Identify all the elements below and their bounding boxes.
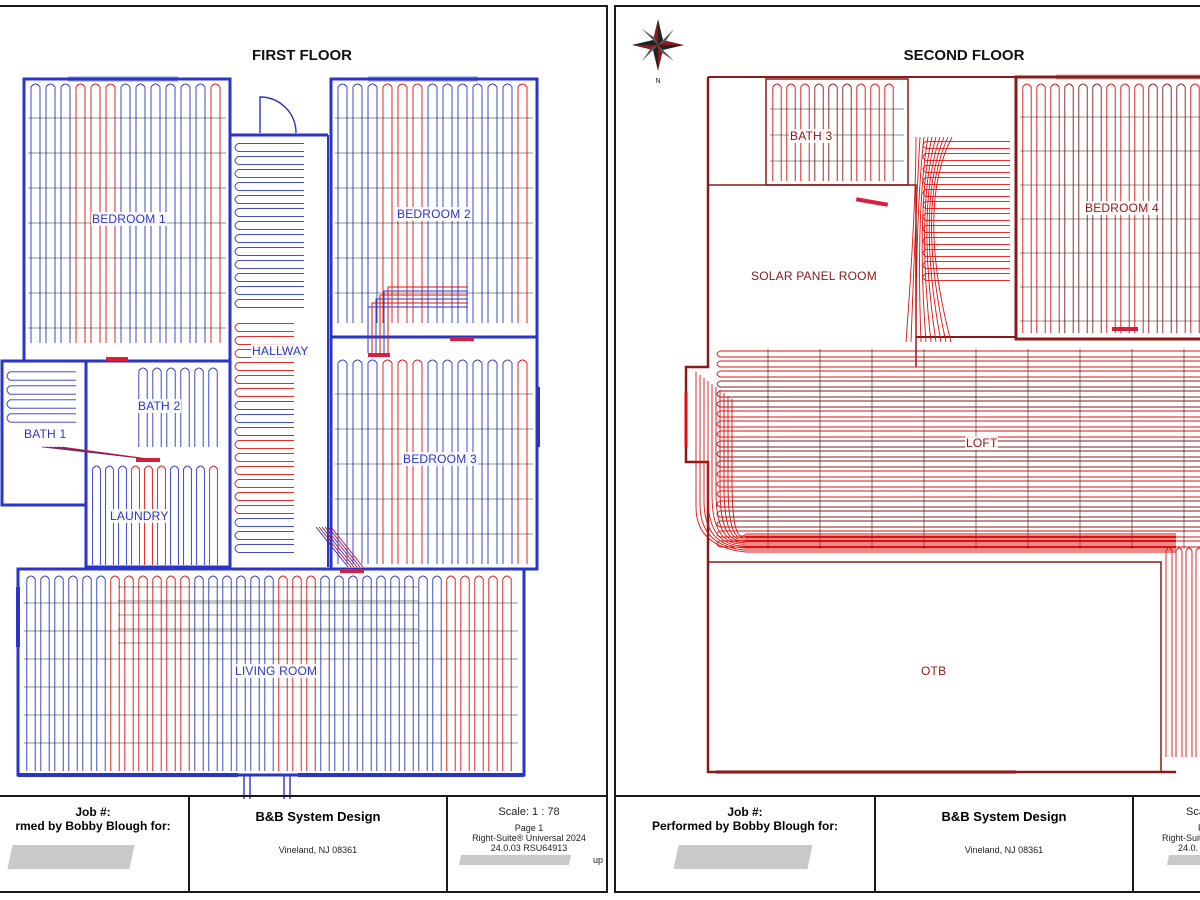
job-cell: Job #: Performed by Bobby Blough for: (616, 797, 874, 891)
room-label-bath-2: BATH 2 (137, 399, 182, 413)
page-number: F (1198, 823, 1200, 833)
scale-text: Sca (1186, 806, 1200, 818)
redacted-client (673, 845, 813, 869)
software-name: Right-Suit (1162, 833, 1200, 843)
first-floor-plan (0, 76, 540, 799)
company-address: Vineland, NJ 08361 (964, 845, 1044, 855)
redacted-date (458, 855, 572, 865)
performed-by-label: rmed by Bobby Blough for: (15, 819, 171, 833)
room-label-laundry: LAUNDRY (109, 509, 170, 523)
floor-title: FIRST FLOOR (252, 47, 352, 64)
job-cell: Job #: rmed by Bobby Blough for: (0, 797, 188, 891)
trailing-text: up (592, 855, 603, 865)
room-label-hallway: HALLWAY (251, 344, 310, 358)
software-name: Right-Suite® Universal 2024 (472, 833, 586, 843)
performed-by-label: Performed by Bobby Blough for: (652, 819, 838, 833)
job-number-label: Job #: (727, 805, 763, 819)
floor-title: SECOND FLOOR (903, 47, 1025, 64)
software-version: 24.0.03 RSU64913 (490, 843, 568, 853)
redacted-client (7, 845, 135, 869)
company-address: Vineland, NJ 08361 (278, 845, 358, 855)
living-room-wall (16, 567, 526, 777)
company-name: B&B System Design (941, 809, 1067, 824)
room-label-bath-3: BATH 3 (789, 129, 834, 143)
room-label-otb: OTB (921, 664, 947, 678)
room-label-bedroom-3: BEDROOM 3 (402, 452, 478, 466)
scale-text: Scale: 1 : 78 (498, 806, 560, 818)
second-floor-plan (684, 74, 1200, 774)
title-block: Job #: rmed by Bobby Blough for: B&B Sys… (0, 795, 606, 891)
job-number-label: Job #: (75, 805, 111, 819)
company-name: B&B System Design (255, 809, 381, 824)
bedroom-4-wall (1014, 75, 1200, 341)
company-cell: B&B System Design Vineland, NJ 08361 (874, 797, 1132, 891)
room-label-loft: LOFT (965, 436, 999, 450)
page-number: Page 1 (514, 823, 544, 833)
hall-door (259, 96, 297, 134)
room-label-bedroom-2: BEDROOM 2 (396, 207, 472, 221)
room-label-living-room: LIVING ROOM (234, 664, 319, 678)
company-cell: B&B System Design Vineland, NJ 08361 (188, 797, 446, 891)
software-version: 24.0. (1178, 843, 1199, 853)
room-label-bedroom-1: BEDROOM 1 (91, 212, 167, 226)
room-label-bedroom-4: BEDROOM 4 (1084, 201, 1160, 215)
bath-3-wall (765, 78, 909, 186)
second-floor-sheet: SECOND FLOOR N (614, 5, 1200, 893)
first-floor-sheet: FIRST FLOOR (0, 5, 608, 893)
scale-cell: Sca F Right-Suit 24.0. (1132, 797, 1200, 891)
compass-north-letter: N (655, 78, 660, 85)
redacted-date (1166, 855, 1200, 865)
room-label-solar-panel-room: SOLAR PANEL ROOM (750, 269, 878, 283)
bath-laundry-wall (84, 359, 232, 569)
compass-rose-icon: N (632, 19, 684, 85)
scale-cell: Scale: 1 : 78 Page 1 Right-Suite® Univer… (446, 797, 606, 891)
room-label-bath-1: BATH 1 (23, 427, 68, 441)
title-block: Job #: Performed by Bobby Blough for: B&… (616, 795, 1200, 891)
